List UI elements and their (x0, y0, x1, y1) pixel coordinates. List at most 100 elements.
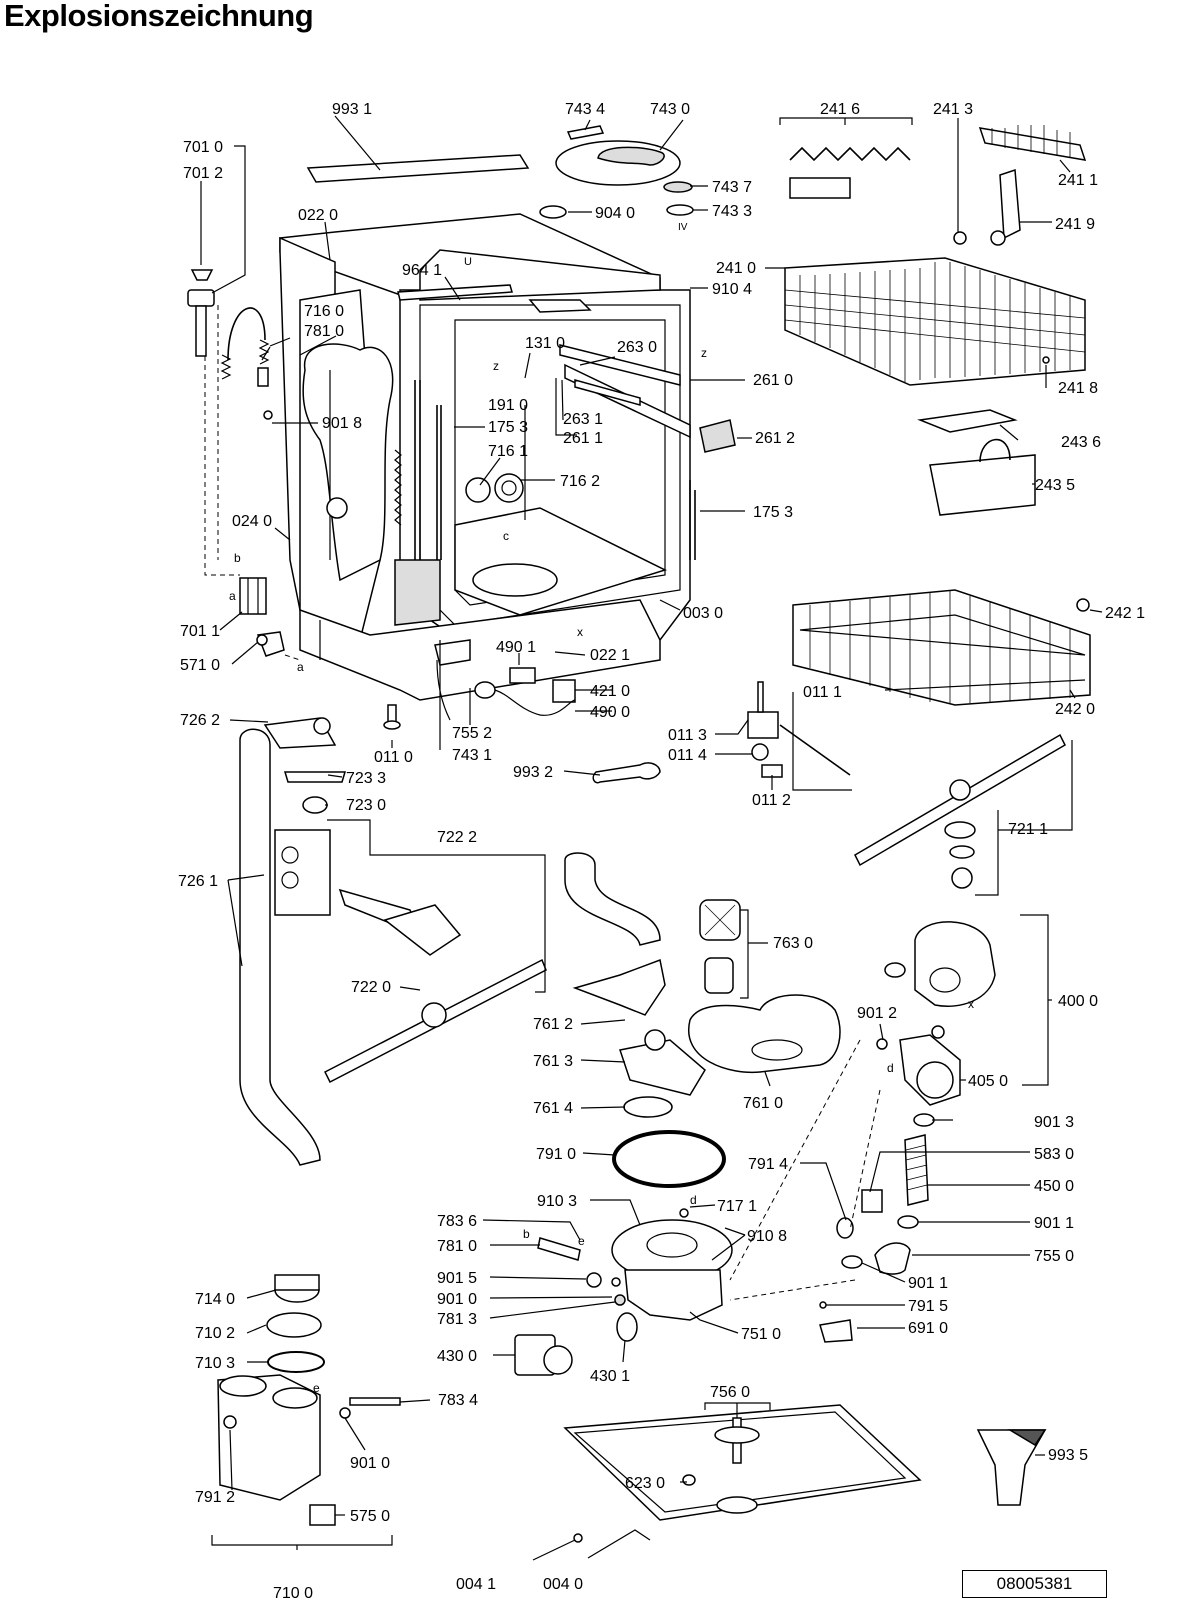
letter-b: b (523, 1227, 530, 1241)
label-722-0: 722 0 (351, 979, 391, 996)
label-781-0a: 781 0 (304, 323, 344, 340)
label-791-2: 791 2 (195, 1489, 235, 1506)
label-405-0: 405 0 (968, 1073, 1008, 1090)
label-022-1: 022 1 (590, 647, 630, 664)
label-450-0: 450 0 (1034, 1178, 1074, 1195)
letter-d: d (690, 1193, 697, 1207)
label-964-1: 964 1 (402, 262, 442, 279)
label-721-1: 721 1 (1008, 821, 1048, 838)
label-993-1: 993 1 (332, 101, 372, 118)
label-901-1b: 901 1 (908, 1275, 948, 1292)
label-901-0a: 901 0 (437, 1291, 477, 1308)
part-labels: 993 1 743 4 743 0 241 6 241 3 701 0 701 … (178, 101, 1145, 1602)
letter-x: x (577, 625, 583, 639)
label-400-0: 400 0 (1058, 993, 1098, 1010)
label-755-0: 755 0 (1034, 1248, 1074, 1265)
letter-a: a (229, 589, 236, 603)
label-241-9: 241 9 (1055, 216, 1095, 233)
label-783-6: 783 6 (437, 1213, 477, 1230)
label-175-3b: 175 3 (753, 504, 793, 521)
label-726-1: 726 1 (178, 873, 218, 890)
letter-d: d (887, 1061, 894, 1075)
label-022-0: 022 0 (298, 207, 338, 224)
label-714-0: 714 0 (195, 1291, 235, 1308)
label-743-3: 743 3 (712, 203, 752, 220)
letter-z: z (701, 346, 707, 360)
page-title: Explosionszeichnung (4, 0, 314, 33)
label-901-1a: 901 1 (1034, 1215, 1074, 1232)
label-241-0: 241 0 (716, 260, 756, 277)
label-263-0: 263 0 (617, 339, 657, 356)
label-011-1: 011 1 (803, 684, 842, 701)
tub-cabinet (204, 154, 736, 721)
label-716-2: 716 2 (560, 473, 600, 490)
label-910-4: 910 4 (712, 281, 752, 298)
label-710-3: 710 3 (195, 1355, 235, 1372)
fill-hose-parts (187, 269, 285, 657)
label-755-2: 755 2 (452, 725, 492, 742)
letter-x: x (968, 997, 974, 1011)
motor-assembly (729, 921, 996, 1343)
label-691-0: 691 0 (908, 1320, 948, 1337)
label-241-8: 241 8 (1058, 380, 1098, 397)
label-901-2: 901 2 (857, 1005, 897, 1022)
label-722-2: 722 2 (437, 829, 477, 846)
label-430-0: 430 0 (437, 1348, 477, 1365)
label-993-2: 993 2 (513, 764, 553, 781)
label-901-3: 901 3 (1034, 1114, 1074, 1131)
label-761-0: 761 0 (743, 1095, 783, 1112)
letter-u: U (464, 256, 472, 268)
label-743-4: 743 4 (565, 101, 605, 118)
label-783-4: 783 4 (438, 1392, 478, 1409)
label-701-2: 701 2 (183, 165, 223, 182)
label-751-0: 751 0 (741, 1326, 781, 1343)
label-904-0: 904 0 (595, 205, 635, 222)
label-011-3: 011 3 (668, 727, 707, 744)
lower-basket (792, 589, 1091, 706)
label-011-4: 011 4 (668, 747, 707, 764)
label-710-0: 710 0 (273, 1585, 313, 1602)
label-241-3: 241 3 (933, 101, 973, 118)
leader-lines (200, 115, 1103, 1561)
upper-basket (784, 125, 1087, 516)
label-910-8: 910 8 (747, 1228, 787, 1245)
label-761-3: 761 3 (533, 1053, 573, 1070)
label-575-0: 575 0 (350, 1508, 390, 1525)
label-716-0: 716 0 (304, 303, 344, 320)
water-softener (217, 1274, 401, 1526)
label-261-0: 261 0 (753, 372, 793, 389)
label-761-2: 761 2 (533, 1016, 573, 1033)
letter-e: e (313, 1381, 320, 1395)
label-490-1: 490 1 (496, 639, 536, 656)
label-261-2: 261 2 (755, 430, 795, 447)
letter-c: c (503, 529, 509, 543)
label-763-0: 763 0 (773, 935, 813, 952)
label-743-7: 743 7 (712, 179, 752, 196)
label-781-3: 781 3 (437, 1311, 477, 1328)
label-490-0: 490 0 (590, 704, 630, 721)
label-623-0: 623 0 (625, 1475, 665, 1492)
label-723-3: 723 3 (346, 770, 386, 787)
label-781-0b: 781 0 (437, 1238, 477, 1255)
connection-letters: b a a z z c x x d d e b e U IV (229, 222, 974, 1395)
label-756-0: 756 0 (710, 1384, 750, 1401)
label-791-0: 791 0 (536, 1146, 576, 1163)
label-571-0: 571 0 (180, 657, 220, 674)
letter-b: b (234, 551, 241, 565)
label-901-5: 901 5 (437, 1270, 477, 1287)
sump-assembly (514, 852, 841, 1376)
label-901-0b: 901 0 (350, 1455, 390, 1472)
label-242-1: 242 1 (1105, 605, 1145, 622)
base-plate (383, 667, 1047, 1543)
letter-iv: IV (678, 222, 688, 233)
label-701-0: 701 0 (183, 139, 223, 156)
letter-e: e (578, 1234, 585, 1248)
label-175-3a: 175 3 (488, 419, 528, 436)
label-241-6: 241 6 (820, 101, 860, 118)
label-241-1: 241 1 (1058, 172, 1098, 189)
label-131-0: 131 0 (525, 335, 565, 352)
top-center-parts (539, 125, 694, 219)
label-024-0: 024 0 (232, 513, 272, 530)
label-791-4: 791 4 (748, 1156, 788, 1173)
